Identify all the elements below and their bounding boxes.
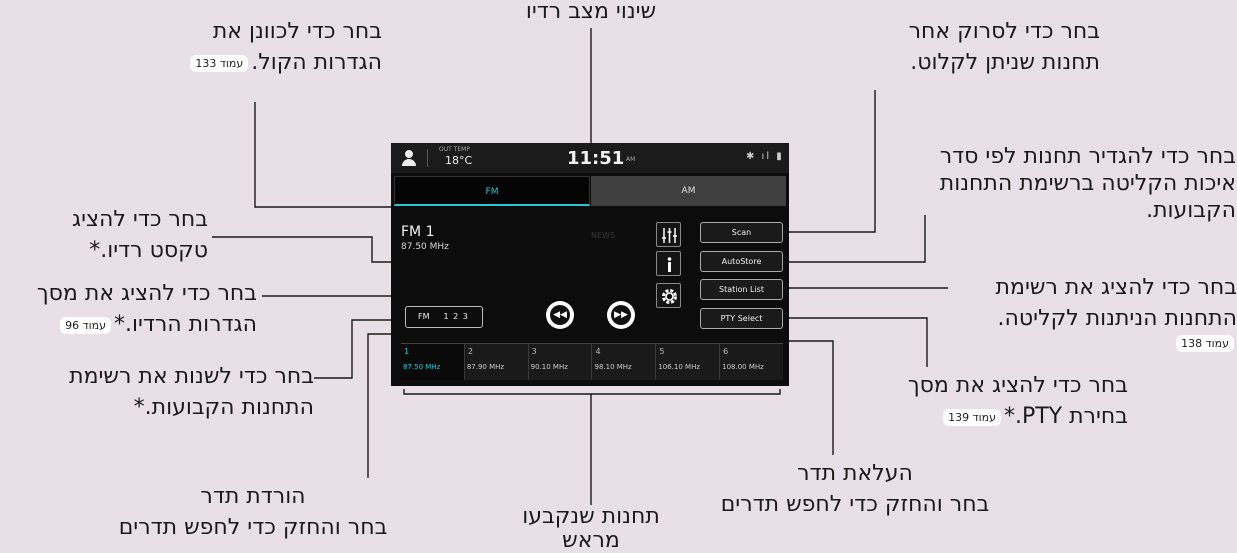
callout-station-list: בחר כדי להציג את רשימת התחנות הניתנות לק… — [955, 272, 1237, 352]
station-list-button[interactable]: Station List — [700, 279, 783, 300]
seek-up-button[interactable]: ▶▶ — [607, 301, 635, 329]
page-reference: עמוד 96 — [60, 316, 111, 334]
preset-frequency: 90.10 MHz — [530, 363, 568, 371]
line-autostore — [780, 215, 926, 263]
status-bar: OUT TEMP 18°C 11:51 AM ✱ ıl ▮ — [391, 143, 789, 173]
preset-number: 3 — [531, 347, 537, 356]
preset-station[interactable]: 5 106.10 MHz — [656, 344, 721, 380]
current-frequency: 87.50 MHz — [401, 242, 449, 252]
preset-stations-bar: 1 87.50 MHz 2 87.90 MHz 3 90.10 MHz 4 98… — [401, 343, 783, 380]
callout-text: הקבועות. — [1146, 198, 1236, 223]
equalizer-icon — [662, 228, 677, 243]
pty-select-button[interactable]: PTY Select — [700, 308, 783, 329]
page-reference: עמוד 139 — [943, 408, 1001, 426]
preset-station[interactable]: 2 87.90 MHz — [464, 344, 529, 380]
callout-text: מראש — [562, 528, 620, 553]
callout-text: בחר כדי לסרוק אחר — [908, 19, 1100, 44]
callout-text: בחר כדי להציג את רשימת — [995, 275, 1237, 300]
status-icons: ✱ ıl ▮ — [746, 151, 784, 162]
callout-text: בחר כדי להציג — [72, 207, 208, 232]
callout-text: הגדרות הקול. — [251, 50, 382, 75]
status-divider — [427, 149, 428, 167]
outside-temp: 18°C — [445, 154, 473, 167]
callout-seek-down: הורדת תדר בחר והחזק כדי לחפש תדרים — [88, 481, 418, 543]
callout-text: בחר והחזק כדי לחפש תדרים — [720, 492, 990, 517]
preset-frequency: 87.90 MHz — [466, 363, 505, 371]
radio-settings-button[interactable] — [656, 283, 681, 308]
line-pty — [780, 317, 928, 367]
preset-number: 1 — [404, 347, 410, 356]
preset-number: 6 — [723, 347, 729, 356]
radio-text-display: NEWS — [591, 231, 616, 240]
preset-station[interactable]: 4 98.10 MHz — [592, 344, 657, 380]
callout-text: טקסט רדיו.* — [89, 238, 208, 263]
callout-text: שינוי מצב רדיו — [525, 0, 657, 24]
callout-text: תחנות שניתן לקלוט. — [910, 50, 1100, 75]
line-preset-list — [314, 319, 404, 379]
callout-scan: בחר כדי לסרוק אחר תחנות שניתן לקלוט. — [830, 16, 1100, 78]
clock: 11:51 — [567, 148, 625, 169]
band-label: FM 1 — [401, 224, 435, 240]
callout-text: הורדת תדר — [200, 484, 306, 509]
callout-text: בחר והחזק כדי לחפש תדרים — [118, 515, 388, 540]
preset-frequency: 106.10 MHz — [658, 363, 701, 371]
callout-radio-text: בחר כדי להציג טקסט רדיו.* — [20, 204, 208, 266]
callout-text: הגדרות הרדיו.* — [113, 312, 257, 337]
preset-number: 4 — [595, 347, 601, 356]
callout-text: בחר כדי לכוונן את — [212, 19, 382, 44]
callout-text: העלאת תדר — [797, 461, 913, 486]
callout-radio-settings: בחר כדי להציג את מסך הגדרות הרדיו.*עמוד … — [0, 278, 257, 340]
seek-down-icon: ◀◀ — [550, 305, 570, 325]
preset-frequency: 108.00 MHz — [722, 363, 764, 371]
callout-text: בחירת PTY.* — [1003, 404, 1128, 429]
preset-number: 5 — [659, 347, 665, 356]
callout-presets: תחנות שנקבעו מראש — [516, 505, 666, 553]
callout-preset-list: בחר כדי לשנות את רשימת התחנות הקבועות.* — [8, 361, 314, 423]
preset-band-label: FM — [418, 312, 430, 321]
line-presets — [403, 389, 781, 395]
preset-frequency: 87.50 MHz — [403, 363, 441, 371]
sound-settings-button[interactable] — [656, 222, 681, 247]
preset-station[interactable]: 1 87.50 MHz — [401, 344, 465, 380]
callout-pty: בחר כדי להציג את מסך בחירת PTY.*עמוד 139 — [860, 370, 1128, 432]
callout-text: איכות הקליטה ברשימת התחנות — [939, 171, 1236, 196]
callout-autostore: בחר כדי להגדיר תחנות לפי סדר איכות הקליט… — [880, 143, 1236, 224]
user-icon[interactable] — [402, 150, 416, 166]
seek-down-button[interactable]: ◀◀ — [546, 301, 574, 329]
outside-temp-label: OUT TEMP — [439, 146, 470, 153]
callout-sound-settings: בחר כדי לכוונן את הגדרות הקול.עמוד 133 — [130, 16, 382, 78]
preset-list-button[interactable]: FM 1 2 3 — [405, 306, 483, 328]
autostore-button[interactable]: AutoStore — [700, 251, 783, 272]
preset-page-numbers: 1 2 3 — [443, 312, 469, 321]
tab-am[interactable]: AM — [591, 176, 786, 206]
radio-text-button[interactable] — [656, 251, 681, 276]
callout-text: בחר כדי להציג את מסך — [907, 373, 1128, 398]
callout-text: בחר כדי להגדיר תחנות לפי סדר — [939, 144, 1236, 169]
preset-station[interactable]: 3 90.10 MHz — [528, 344, 593, 380]
seek-up-icon: ▶▶ — [611, 305, 631, 325]
callout-text: התחנות הקבועות.* — [133, 395, 314, 420]
info-icon — [667, 257, 672, 272]
radio-screen: OUT TEMP 18°C 11:51 AM ✱ ıl ▮ FM AM FM 1… — [391, 143, 789, 386]
page-reference: עמוד 138 — [1176, 334, 1234, 352]
callout-seek-up: העלאת תדר בחר והחזק כדי לחפש תדרים — [690, 458, 1020, 520]
line-scan — [780, 90, 876, 233]
callout-text: התחנות הניתנות לקליטה. — [997, 306, 1237, 331]
callout-text: בחר כדי לשנות את רשימת — [69, 364, 314, 389]
clock-ampm: AM — [626, 156, 636, 163]
scan-button[interactable]: Scan — [700, 222, 783, 243]
preset-frequency: 98.10 MHz — [594, 363, 632, 371]
page-reference: עמוד 133 — [190, 54, 249, 72]
callout-change-mode: שינוי מצב רדיו — [516, 0, 666, 27]
preset-station[interactable]: 6 108.00 MHz — [720, 344, 783, 380]
tab-fm[interactable]: FM — [394, 176, 590, 206]
gear-icon — [662, 289, 677, 304]
preset-number: 2 — [467, 347, 473, 356]
callout-text: בחר כדי להציג את מסך — [36, 281, 257, 306]
callout-text: תחנות שנקבעו — [522, 504, 660, 529]
